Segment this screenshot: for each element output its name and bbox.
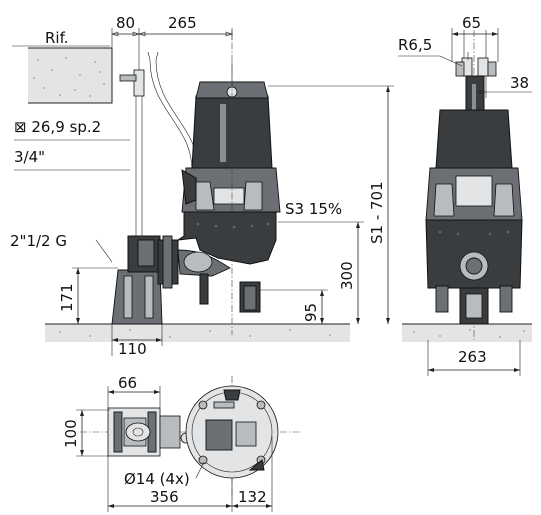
- dim-plan-bracket-group: 66: [107, 374, 161, 408]
- dim-inlet-height: 95: [302, 303, 320, 322]
- top-dimensions: 80 265 Rif.: [12, 14, 233, 70]
- dim-handle-offset: 38: [510, 74, 529, 92]
- dim-plan-base: 132: [238, 488, 267, 506]
- sump-wall: [28, 47, 113, 104]
- dim-side-width-group: 263: [427, 340, 521, 376]
- dim-total-height-group: S1 - 701: [268, 85, 394, 324]
- ground-side: [402, 323, 532, 342]
- dim-plan-height-group: 100: [62, 409, 110, 457]
- dim-plan-height: 100: [62, 419, 80, 448]
- dim-handle-width-group: 65: [451, 14, 499, 62]
- dim-side-width: 263: [458, 348, 487, 366]
- dim-rail-offset: 80: [116, 14, 135, 32]
- pump-body: [177, 209, 277, 313]
- dim-plan-bracket: 66: [118, 374, 137, 392]
- label-discharge: 2"1/2 G: [10, 232, 67, 250]
- label-radius: R6,5: [398, 36, 432, 54]
- label-pipe-size: ⊠ 26,9 sp.2: [14, 118, 101, 136]
- dim-total-height: S1 - 701: [368, 181, 386, 244]
- label-reference: Rif.: [45, 29, 69, 47]
- label-holes: Ø14 (4x): [124, 470, 190, 488]
- dim-foot-height: 171: [58, 283, 76, 312]
- dim-outlet-inlet-group: 95 300: [260, 221, 364, 324]
- dim-foot-width-group: 110: [111, 324, 163, 358]
- dim-rail-to-axis: 265: [168, 14, 197, 32]
- side-view: 65 R6,5 38 263: [398, 14, 532, 376]
- pump-foot: [111, 235, 179, 325]
- label-pipe-thread: 3/4": [14, 148, 45, 166]
- dim-plan-length: 356: [150, 488, 179, 506]
- dim-foot-height-group: 171: [58, 267, 118, 324]
- dim-foot-width: 110: [118, 340, 147, 358]
- dim-handle-offset-group: 38: [478, 74, 532, 98]
- dim-handle-width: 65: [462, 14, 481, 32]
- plan-view: 66 100 Ø14 (4x) 356 132: [62, 374, 300, 512]
- dim-outlet-height: 300: [338, 261, 356, 290]
- dim-plan-length-group: 356 132: [107, 436, 273, 512]
- motor-housing: [181, 62, 281, 213]
- pipe-labels: ⊠ 26,9 sp.2 3/4" 2"1/2 G: [10, 118, 130, 263]
- ground-front: [45, 323, 350, 342]
- front-view: 80 265 Rif. ⊠ 26,9 sp.2 3/4" 2"1/2 G 171: [10, 14, 394, 358]
- label-duty: S3 15%: [285, 200, 342, 218]
